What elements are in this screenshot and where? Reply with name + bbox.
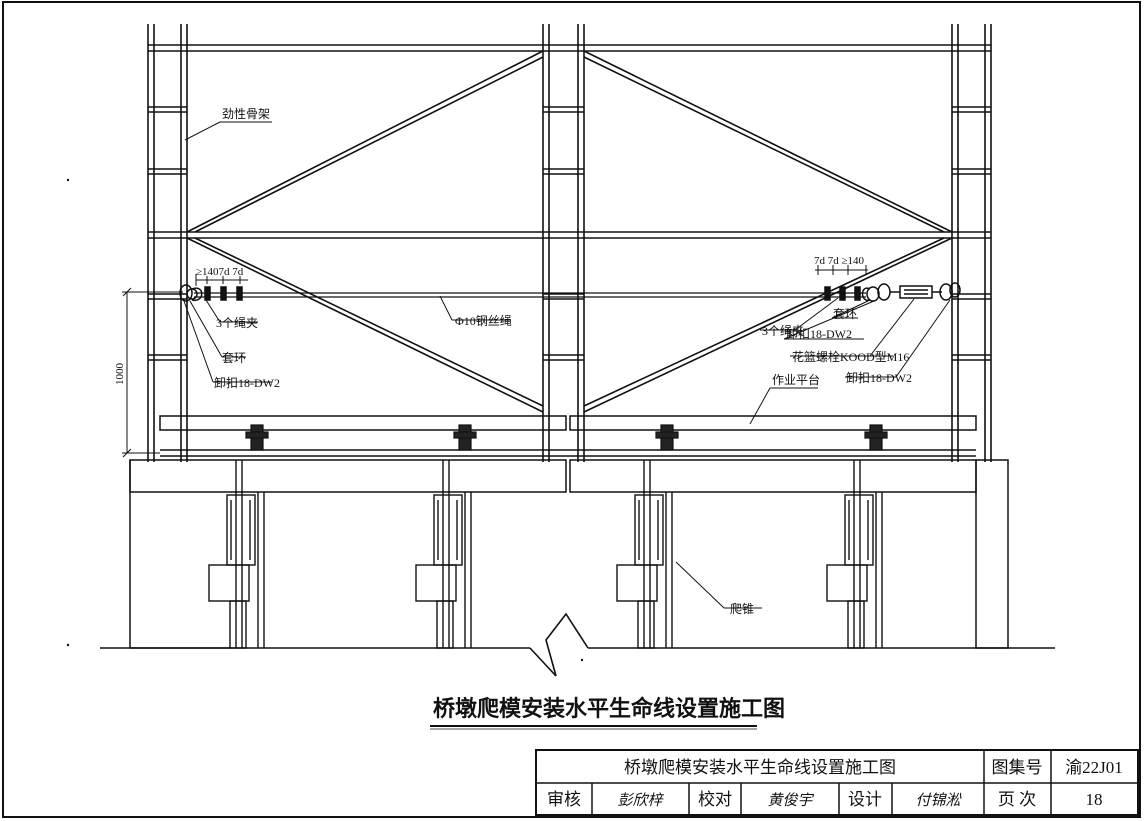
label-right-spacing: 7d 7d ≥140 — [814, 255, 865, 267]
title-block-check-signature: 黄俊宇 — [767, 792, 814, 809]
climbing-bracket-1 — [208, 460, 265, 649]
label-left-sleeve: 套环 — [222, 351, 246, 365]
label-rigid-frame: 劲性骨架 — [222, 107, 270, 121]
leader-lines — [183, 121, 951, 609]
label-wire-rope: Φ10钢丝绳 — [455, 314, 512, 328]
label-turnbuckle: 花篮螺栓KOOD型M16 — [792, 349, 909, 364]
title-block-page-label: 页 次 — [998, 790, 1036, 809]
climbing-bracket-2 — [415, 460, 472, 649]
label-right-shackle-2: 卸扣18-DW2 — [846, 370, 912, 385]
label-right-shackle-1: 卸扣18-DW2 — [786, 326, 852, 341]
climbing-bracket-4 — [826, 460, 883, 649]
label-climbing-cone: 爬锥 — [730, 602, 754, 616]
label-left-spacing: ≥1407d 7d — [196, 266, 244, 278]
wire-rope-lifeline — [194, 292, 866, 298]
title-block-design-label: 设计 — [848, 790, 882, 809]
label-right-sleeve: 套环 — [833, 307, 857, 321]
title-block — [535, 749, 1139, 816]
title-block-atlas-label: 图集号 — [992, 758, 1043, 777]
title-block-design-signature: 付锦淞 — [915, 792, 962, 809]
stray-dot — [66, 643, 70, 647]
stray-dot — [66, 178, 70, 182]
label-left-shackle: 卸扣18-DW2 — [214, 375, 280, 390]
label-work-platform: 作业平台 — [772, 372, 820, 387]
platform-bolts — [245, 424, 888, 451]
rigid-frame — [147, 24, 992, 462]
label-left-clamps: 3个绳夹 — [216, 316, 258, 330]
label-height-dim: 1000 — [114, 363, 126, 386]
climbing-bracket-3 — [616, 460, 673, 649]
label-right-clamps: 3个绳夹 — [762, 324, 804, 338]
ladder-rungs — [148, 106, 991, 361]
left-anchor-assembly — [179, 284, 243, 302]
title-block-review-signature: 彭欣梓 — [617, 792, 664, 809]
right-spacing-dimension — [815, 265, 868, 275]
stray-dot — [580, 658, 584, 662]
right-anchor-assembly — [824, 282, 961, 302]
height-dimension — [122, 287, 183, 458]
drawing-caption: 桥墩爬模安装水平生命线设置施工图 — [433, 696, 785, 721]
title-block-review-label: 审核 — [547, 790, 581, 809]
title-block-atlas-no: 渝22J01 — [1065, 758, 1123, 777]
title-block-drawing-title: 桥墩爬模安装水平生命线设置施工图 — [624, 758, 896, 777]
work-platform — [129, 415, 1009, 649]
title-block-page-no: 18 — [1086, 790, 1103, 809]
ground-line — [100, 612, 1055, 677]
left-spacing-dimension — [195, 274, 248, 286]
title-block-check-label: 校对 — [698, 790, 732, 809]
